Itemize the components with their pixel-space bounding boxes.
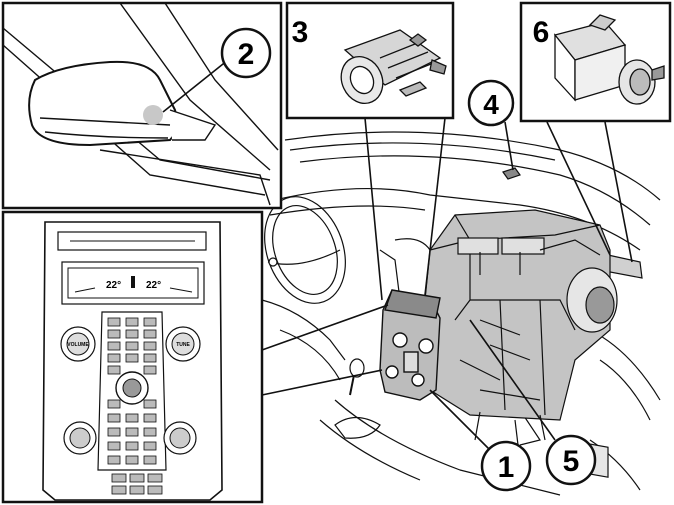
leader-line-panel-b (261, 369, 383, 396)
right-temp-knob (169, 427, 191, 449)
tune-knob-label: TUNE (176, 342, 190, 348)
leader-line-1 (429, 389, 491, 451)
mirror-temperature-sensor (143, 105, 163, 125)
climate-control-module (379, 289, 441, 401)
leader-line-2 (162, 59, 229, 113)
display-left-temp: 22° (106, 280, 121, 291)
leader-line-panel-a (261, 304, 389, 351)
callout-5: 5 (545, 434, 597, 486)
callout-4: 4 (467, 79, 515, 127)
callout-2-label: 2 (238, 38, 255, 71)
leader-line-3a (364, 117, 383, 301)
callout-1: 1 (480, 440, 532, 492)
hvac-unit (424, 209, 618, 441)
detail-box-sensor (285, 1, 455, 120)
leader-lines (261, 117, 633, 451)
leader-line-4 (504, 121, 514, 171)
callout-4-label: 4 (483, 89, 499, 120)
leader-line-6b (604, 121, 633, 263)
callout-5-label: 5 (563, 445, 580, 478)
keypad-buttons (107, 317, 157, 465)
callouts: 1 2 3 4 5 6 (220, 16, 597, 492)
leader-line-3b (424, 117, 446, 296)
callout-3: 3 (292, 16, 309, 49)
callout-1-label: 1 (498, 451, 515, 484)
detail-box-actuator (519, 1, 672, 123)
callout-6-label: 6 (533, 16, 550, 49)
detail-box-control-panel: 22° 22° VOLUME TUNE (1, 210, 264, 504)
volume-knob-label: VOLUME (67, 342, 89, 348)
tune-knob (171, 332, 195, 356)
volume-knob (66, 332, 90, 356)
navigation-centre-button (122, 378, 142, 398)
callout-6: 6 (533, 16, 550, 49)
callout-3-label: 3 (292, 16, 309, 49)
leader-line-6a (546, 121, 611, 256)
left-temp-knob (69, 427, 91, 449)
thermometer-icon (131, 276, 135, 288)
display-screen (67, 267, 199, 299)
climate-buttons (111, 473, 163, 495)
leader-line-5 (469, 319, 556, 441)
callout-2: 2 (220, 27, 272, 79)
display-right-temp: 22° (146, 280, 161, 291)
